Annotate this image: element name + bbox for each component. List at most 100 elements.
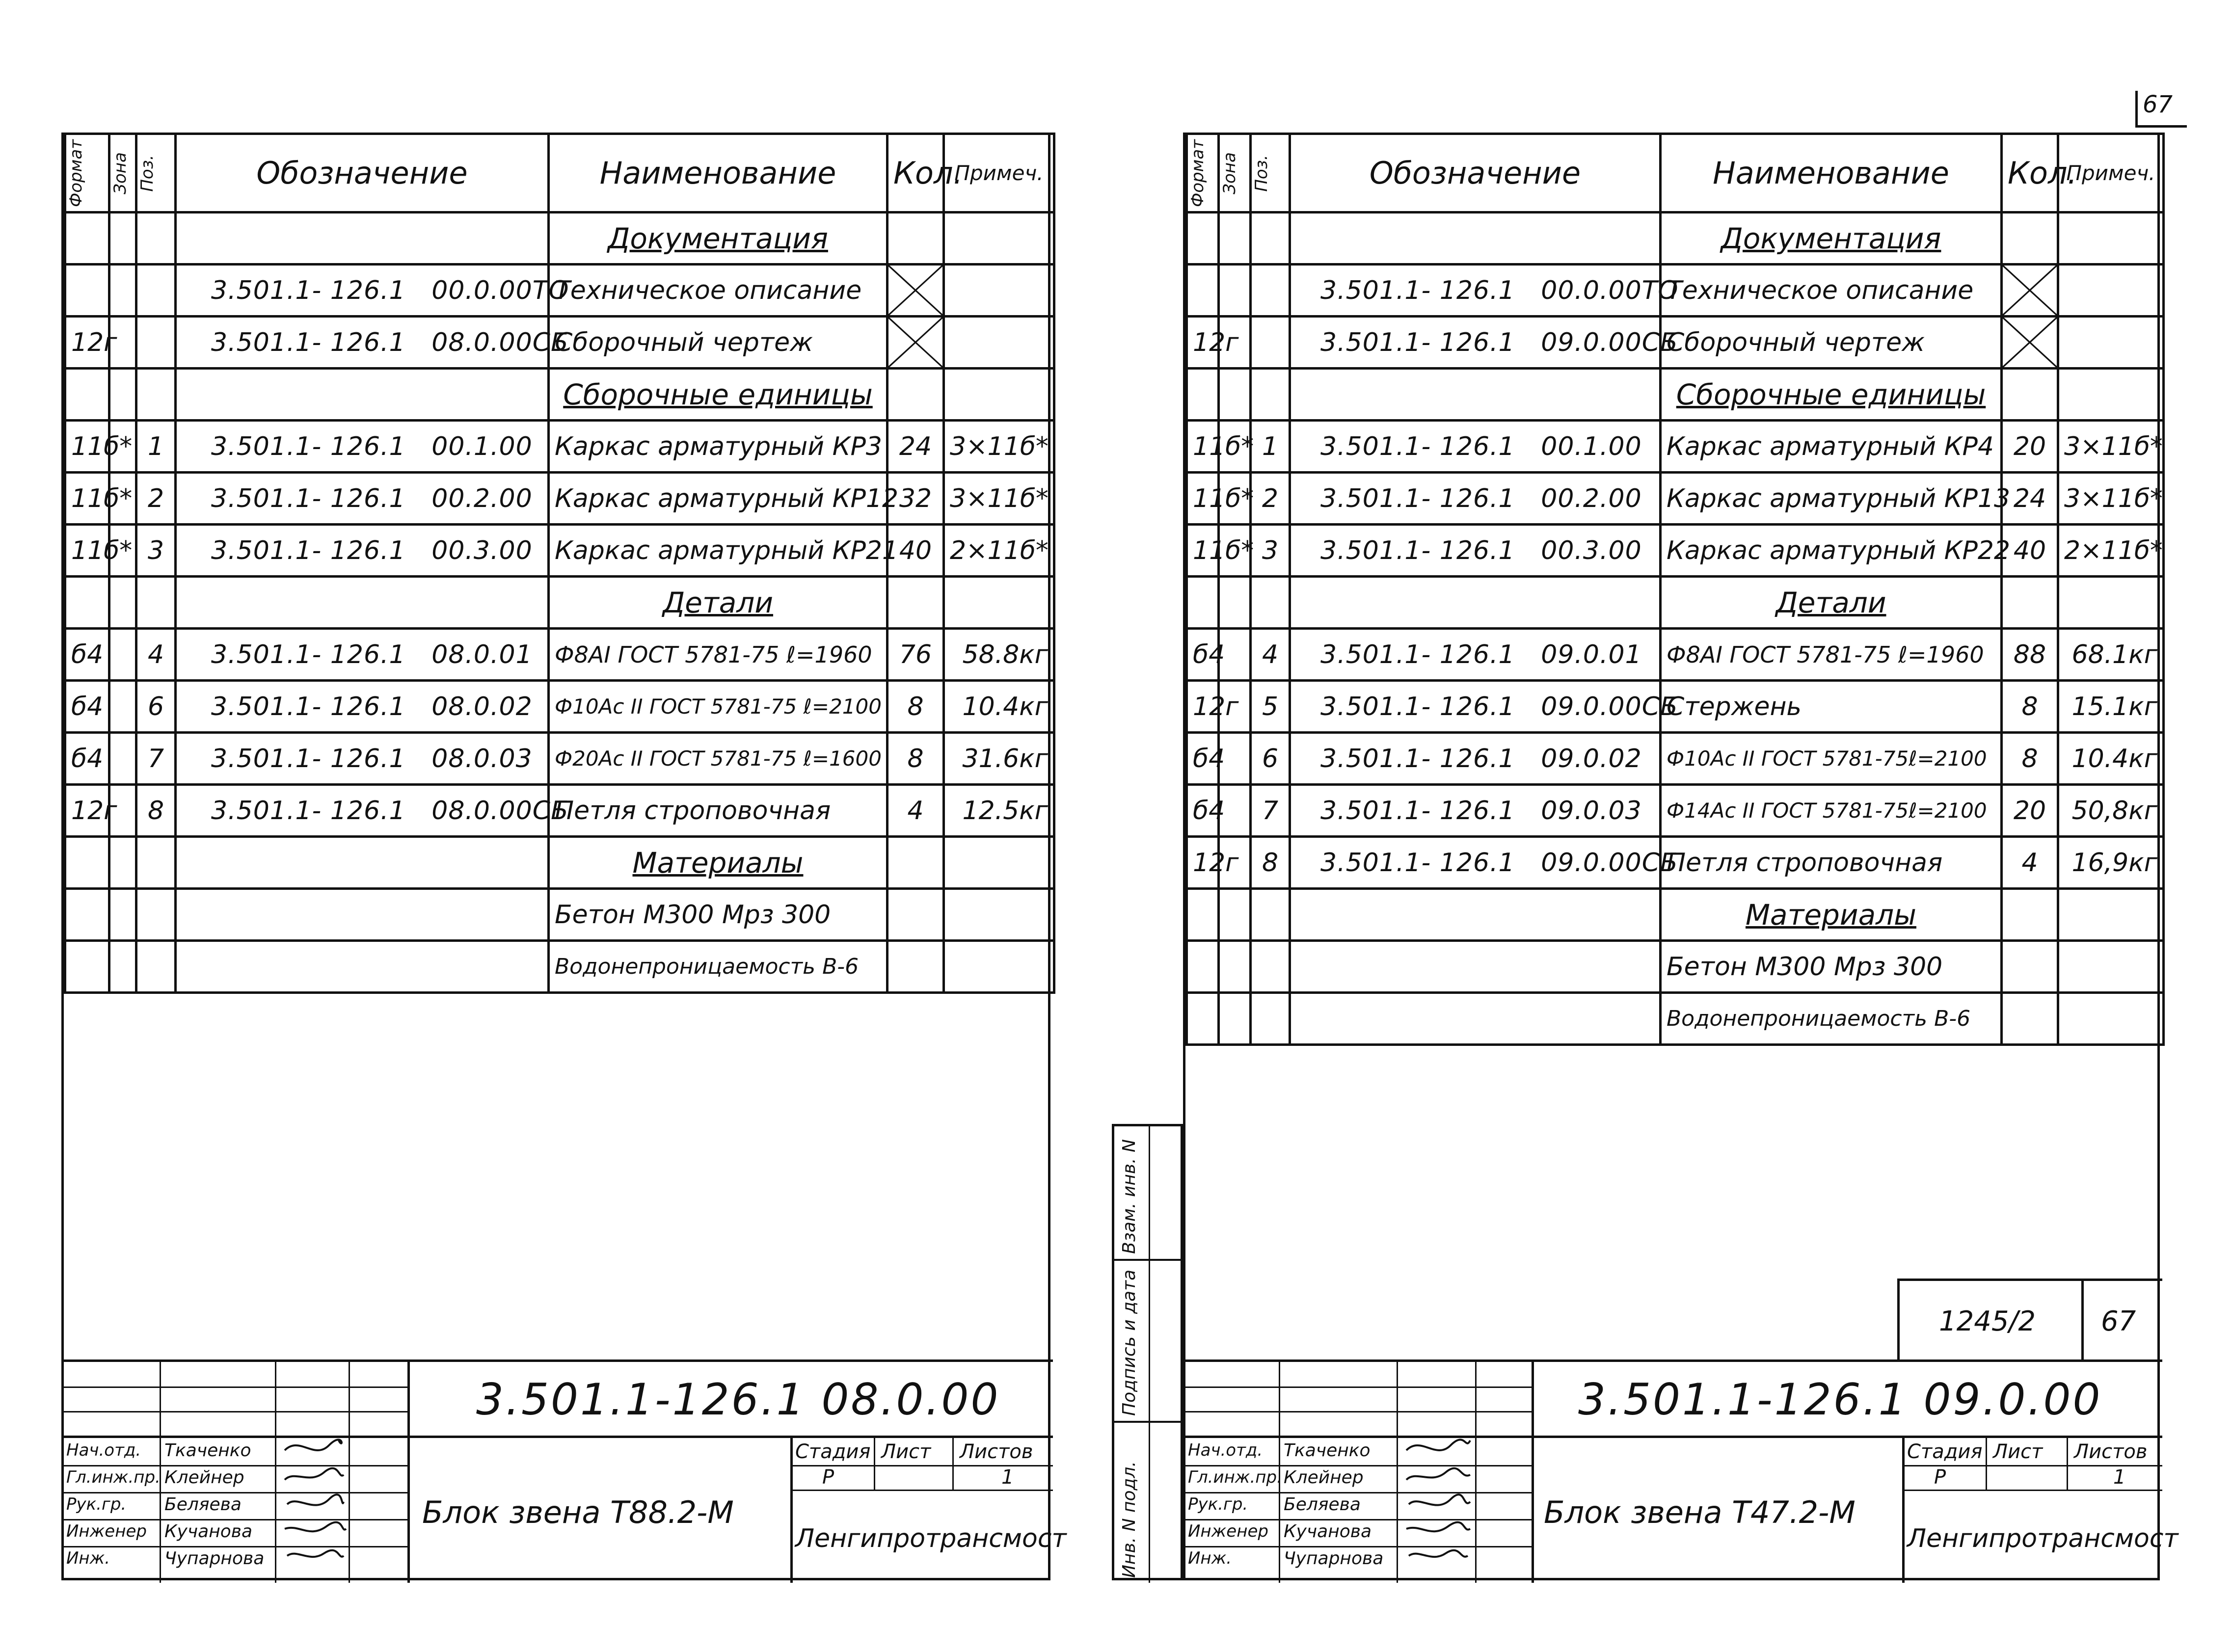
cell-name: Петля строповочная	[1659, 835, 2003, 890]
cell-name: Ф10Ас II ГОСТ 5781-75ℓ=2100	[1659, 731, 2003, 786]
header-qty: Кол.	[886, 133, 963, 213]
cell-pos: 3	[1249, 523, 1291, 578]
cell-note	[942, 263, 1055, 318]
cell-note: 2×11б*	[2057, 523, 2165, 578]
cell-pos: 6	[1249, 731, 1291, 786]
role-label: Инж.	[66, 1548, 110, 1568]
crossed-cell	[2000, 263, 2059, 318]
cell-note: 2×11б*	[942, 523, 1055, 578]
cell-note: 3×11б*	[942, 471, 1055, 526]
doc-code: 3.501.1-126.1 09.0.00	[1578, 1374, 2102, 1425]
cell-pos: 8	[135, 783, 177, 838]
left-spec-table: Формат Зона Поз. Обозначение Наименовани…	[64, 133, 1055, 994]
stage-label: Стадия	[1907, 1440, 1983, 1463]
person-name: Чупарнова	[164, 1548, 265, 1569]
table-row: 12г 3.501.1- 126.1 09.0.00СБ Сборочный ч…	[1185, 315, 2165, 370]
cell-format: 12г	[64, 783, 117, 838]
cell-format: 11б*	[1185, 419, 1254, 474]
cell-name: Техническое описание	[1659, 263, 2003, 318]
table-row: 11б* 3 3.501.1- 126.1 00.3.00 Каркас арм…	[1185, 523, 2165, 578]
section-materials: Материалы	[1659, 887, 2003, 942]
cell-pos: 1	[1249, 419, 1291, 474]
left-title-block: 3.501.1-126.1 08.0.00 Блок звена Т88.2-М…	[64, 1359, 1067, 1583]
cell-designation: 3.501.1- 126.1 08.0.00СБ	[174, 783, 568, 838]
cell-name: Ф8АI ГОСТ 5781-75 ℓ=1960	[1659, 627, 2003, 682]
cell-name: Каркас арматурный КР13	[1659, 471, 2010, 526]
role-label: Инженер	[1188, 1521, 1268, 1541]
role-label: Гл.инж.пр.	[1188, 1467, 1282, 1487]
role-label: Нач.отд.	[1188, 1440, 1263, 1460]
cell-designation: 3.501.1- 126.1 08.0.01	[174, 627, 550, 682]
cell-qty: 76	[886, 627, 945, 682]
cell-pos: 6	[135, 679, 177, 734]
cell-pos: 2	[1249, 471, 1291, 526]
cell-qty: 8	[2000, 731, 2059, 786]
cell-name: Каркас арматурный КР22	[1659, 523, 2010, 578]
drawing-title: Блок звена Т47.2-М	[1544, 1494, 1856, 1530]
cell-note	[942, 315, 1055, 370]
section-docs: Документация	[547, 211, 888, 266]
cell-qty: 40	[2000, 523, 2059, 578]
table-row: Бетон М300 Мрз 300	[1185, 939, 2165, 994]
header-note: Примеч.	[2057, 133, 2165, 213]
cell-format: 12г	[1185, 679, 1239, 734]
cell-pos: 2	[135, 471, 177, 526]
cell-qty: 4	[2000, 835, 2059, 890]
cell-format: 11б*	[64, 419, 132, 474]
cell-designation: 3.501.1- 126.1 08.0.02	[174, 679, 550, 734]
cell-pos: 8	[1249, 835, 1291, 890]
cell-pos: 1	[135, 419, 177, 474]
right-sheet: Формат Зона Поз. Обозначение Наименовани…	[1183, 133, 2178, 1583]
header-zone: Зона	[1220, 152, 1239, 194]
table-row: б4 7 3.501.1- 126.1 08.0.03 Ф20Ас II ГОС…	[64, 731, 1055, 786]
cell-format: б4	[64, 627, 110, 682]
cell-note: 16,9кг	[2057, 835, 2165, 890]
cell-note: 50,8кг	[2057, 783, 2165, 838]
cell-designation: 3.501.1- 126.1 00.2.00	[1289, 471, 1662, 526]
cell-qty: 8	[886, 679, 945, 734]
cell-format: б4	[1185, 731, 1225, 786]
cell-designation: 3.501.1- 126.1 00.1.00	[1289, 419, 1662, 474]
stage-value: Р	[1934, 1466, 1946, 1489]
table-row: 12г 3.501.1- 126.1 08.0.00СБ Сборочный ч…	[64, 315, 1055, 370]
archive-page: 67	[2101, 1306, 2136, 1337]
cell-note	[2057, 263, 2165, 318]
stage-value: Р	[822, 1466, 834, 1489]
cell-note: 58.8кг	[942, 627, 1055, 682]
sheet-label: Лист	[881, 1440, 931, 1463]
cell-pos: 3	[135, 523, 177, 578]
person-name: Кучанова	[1284, 1521, 1372, 1542]
header-pos: Поз.	[1252, 154, 1271, 192]
cell-pos: 4	[1249, 627, 1291, 682]
person-name: Ткаченко	[1284, 1440, 1371, 1461]
cell-designation: 3.501.1- 126.1 09.0.01	[1289, 627, 1662, 682]
cell-name: Водонепроницаемость В-6	[1659, 991, 2003, 1046]
cell-format: б4	[64, 679, 110, 734]
cell-format: 12г	[1185, 835, 1239, 890]
cell-qty: 20	[2000, 419, 2059, 474]
crossed-cell	[886, 315, 945, 370]
cell-name: Ф10Ас II ГОСТ 5781-75 ℓ=2100	[547, 679, 888, 734]
section-row: Материалы	[64, 835, 1055, 890]
sheets-label: Листов	[2074, 1440, 2148, 1463]
signature-marks	[1405, 1439, 1471, 1558]
table-row: 11б* 2 3.501.1- 126.1 00.2.00 Каркас арм…	[1185, 471, 2165, 526]
section-parts: Детали	[1659, 575, 2003, 630]
cell-qty: 24	[886, 419, 945, 474]
header-format: Формат	[1188, 139, 1208, 207]
section-row: Сборочные единицы	[64, 367, 1055, 422]
cell-qty: 20	[2000, 783, 2059, 838]
header-name: Наименование	[547, 133, 888, 213]
cell-note: 12.5кг	[942, 783, 1055, 838]
archive-number: 1245/2	[1939, 1306, 2036, 1337]
cell-name: Стержень	[1659, 679, 2003, 734]
cell-qty: 32	[886, 471, 945, 526]
cell-note: 3×11б*	[942, 419, 1055, 474]
section-materials: Материалы	[547, 835, 888, 890]
cell-name: Ф20Ас II ГОСТ 5781-75 ℓ=1600	[547, 731, 888, 786]
cell-pos	[1249, 263, 1291, 318]
cell-note: 31.6кг	[942, 731, 1055, 786]
drawing-title: Блок звена Т88.2-М	[422, 1494, 734, 1530]
cell-designation: 3.501.1- 126.1 00.3.00	[174, 523, 550, 578]
cell-designation: 3.501.1- 126.1 09.0.02	[1289, 731, 1662, 786]
